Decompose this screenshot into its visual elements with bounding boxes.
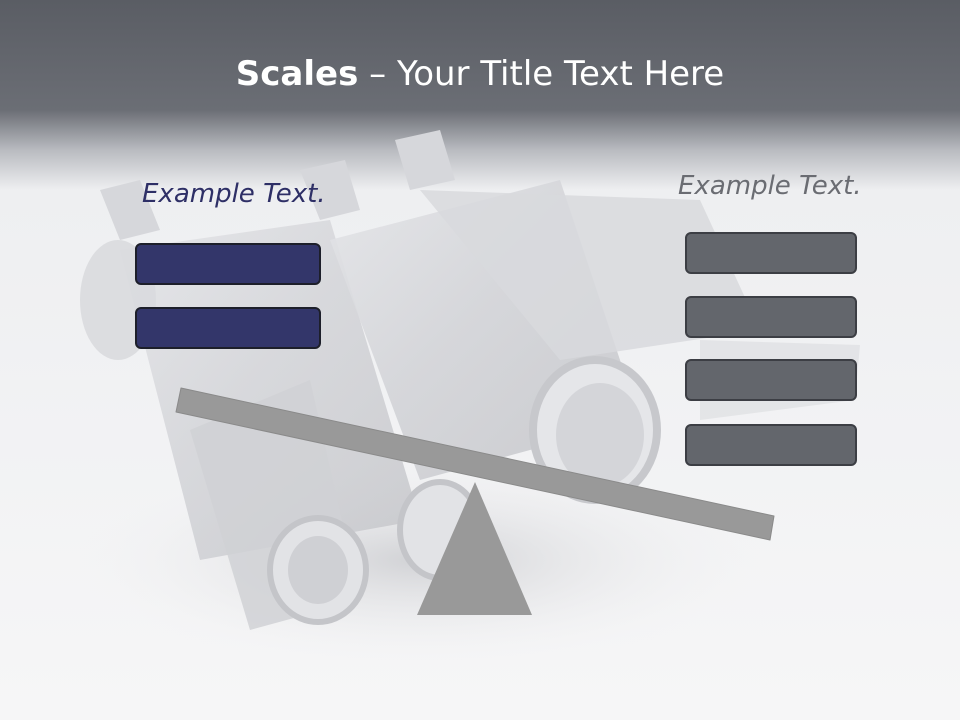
title-bold: Scales xyxy=(235,54,359,94)
left-bar-2 xyxy=(135,307,321,349)
title-rest: – Your Title Text Here xyxy=(358,54,725,94)
right-bar-1 xyxy=(685,232,857,274)
right-bar-4 xyxy=(685,424,857,466)
right-example-text: Example Text. xyxy=(678,171,862,201)
slide-title: Scales – Your Title Text Here xyxy=(0,52,960,96)
right-bar-2 xyxy=(685,296,857,338)
fulcrum-triangle xyxy=(417,482,532,615)
right-bar-3 xyxy=(685,359,857,401)
seesaw-beam xyxy=(175,387,775,541)
left-example-text: Example Text. xyxy=(142,179,326,209)
left-bar-1 xyxy=(135,243,321,285)
